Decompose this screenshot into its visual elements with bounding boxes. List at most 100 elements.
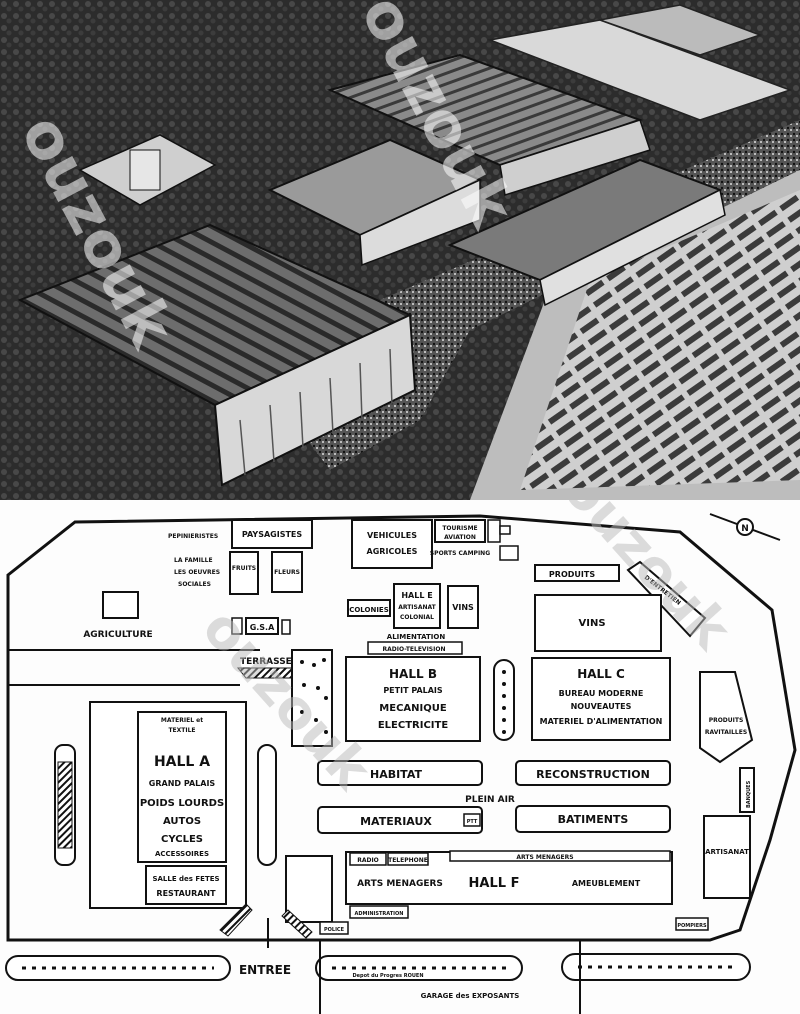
site-plan: N PAYSAGISTES VEHICULES AGRICOLES TOURIS… [0, 500, 800, 1014]
building-administration [349, 905, 409, 919]
building-gsa [245, 617, 279, 635]
label-vehicules: VEHICULES [367, 531, 417, 540]
label-radio: RADIO [357, 857, 379, 864]
building-artisanat [703, 815, 751, 899]
label-textile: TEXTILE [168, 727, 195, 734]
building-reconstruction [515, 760, 671, 786]
label-ptt: PTT [467, 819, 478, 825]
label-sports-camping: SPORTS CAMPING [430, 550, 490, 557]
label-artisanat: ARTISANAT [705, 848, 749, 856]
label-fleurs: FLEURS [274, 569, 300, 576]
building-ptt [463, 813, 481, 827]
label-gsa: G.S.A [250, 623, 275, 632]
label-plein-air: PLEIN AIR [465, 795, 515, 805]
building-materiaux [317, 806, 483, 834]
building-vehicules-agricoles [351, 519, 433, 569]
label-pompiers: POMPIERS [677, 923, 707, 929]
label-hall-e: HALL E [401, 591, 432, 600]
building-tourisme [434, 519, 486, 543]
label-salle-fetes: SALLE des FETES [152, 875, 219, 883]
label-radio-television: RADIO-TELEVISION [383, 646, 446, 653]
label-vins-large: VINS [578, 618, 605, 629]
label-banques: BANQUES [746, 780, 752, 808]
label-grand-palais: GRAND PALAIS [149, 779, 216, 788]
label-ameublement: AMEUBLEMENT [572, 879, 641, 888]
building-produits-ravitailles [699, 671, 754, 764]
hall-a-facade [213, 313, 417, 487]
label-petit-palais: PETIT PALAIS [383, 686, 443, 695]
label-hall-b: HALL B [389, 667, 437, 681]
label-administration: ADMINISTRATION [355, 911, 404, 917]
label-ravitailles: RAVITAILLES [705, 729, 747, 736]
label-entree: ENTREE [239, 963, 291, 977]
label-police: POLICE [324, 927, 345, 933]
building-agriculture-marker [102, 591, 139, 619]
label-tourisme: TOURISME [442, 525, 477, 532]
label-aviation: AVIATION [444, 534, 476, 541]
label-autos: AUTOS [163, 816, 201, 827]
building-habitat [317, 760, 483, 786]
building-pompiers [675, 917, 709, 931]
building-d-entretien [626, 560, 707, 638]
label-vins-small: VINS [452, 603, 474, 612]
label-arts-menagers: ARTS MENAGERS [357, 879, 443, 889]
building-batiments [515, 805, 671, 833]
label-mecanique: MECANIQUE [379, 703, 447, 714]
label-terrasse-h: TERRASSE H [240, 657, 303, 667]
label-sociales: SOCIALES [178, 581, 211, 588]
building-radio [349, 852, 387, 866]
label-cycles: CYCLES [161, 834, 203, 845]
site-boundary [6, 514, 797, 942]
label-nouveautes: NOUVEAUTES [571, 702, 632, 711]
building-fruits [229, 551, 259, 595]
label-hall-c: HALL C [577, 667, 625, 681]
label-hall-a: HALL A [154, 754, 210, 770]
building-telephone [387, 852, 429, 866]
building-police [319, 921, 349, 935]
label-batiments: BATIMENTS [558, 813, 629, 826]
north-arrow-icon: N [709, 513, 781, 541]
label-la-famille: LA FAMILLE [174, 557, 213, 564]
svg-text:N: N [741, 524, 749, 534]
label-agricoles: AGRICOLES [367, 547, 418, 556]
label-colonial: COLONIAL [400, 614, 434, 621]
building-vins-large [534, 594, 662, 652]
building-hall-c [531, 657, 671, 741]
label-materiel-textile: MATERIEL et [161, 717, 203, 724]
label-produits: PRODUITS [549, 570, 595, 579]
building-salle-fetes [145, 865, 227, 905]
label-artisanat-colonial: ARTISANAT [398, 604, 436, 611]
building-hall-a [137, 711, 227, 863]
building-paysagistes [231, 519, 313, 549]
building-hall-e [393, 583, 441, 629]
label-garage-exposants: GARAGE des EXPOSANTS [421, 992, 520, 1000]
label-les-oeuvres: LES OEUVRES [174, 569, 220, 576]
label-accessoires: ACCESSOIRES [155, 850, 209, 858]
label-alimentation: ALIMENTATION [387, 633, 446, 641]
aerial-view-illustration: ouzouk ouzouk [0, 0, 800, 500]
building-produits [534, 564, 620, 582]
building-vins-small [447, 585, 479, 629]
label-electricite: ELECTRICITE [378, 720, 448, 731]
label-hall-f: HALL F [469, 876, 520, 891]
label-depot-progres: Depot du Progres ROUEN [352, 973, 423, 979]
label-fruits: FRUITS [232, 565, 256, 572]
building-radio-television [367, 641, 463, 655]
label-poids-lourds: POIDS LOURDS [140, 798, 224, 809]
label-reconstruction: RECONSTRUCTION [536, 768, 650, 781]
building-fleurs [271, 551, 303, 593]
label-bureau-moderne: BUREAU MODERNE [559, 689, 644, 698]
building-colonies [347, 599, 391, 617]
label-pepinieristes: PEPINIERISTES [168, 533, 218, 540]
label-arts-menagers-top: ARTS MENAGERS [516, 854, 573, 861]
label-telephone: TELEPHONE [388, 857, 428, 864]
label-materiaux: MATERIAUX [360, 815, 432, 828]
label-restaurant: RESTAURANT [156, 889, 216, 898]
building-hall-b [345, 656, 481, 742]
label-habitat: HABITAT [370, 768, 423, 781]
label-colonies: COLONIES [349, 606, 389, 614]
label-materiel-alimentation: MATERIEL D'ALIMENTATION [540, 717, 663, 726]
label-produits-ravitailles: PRODUITS [709, 717, 744, 724]
label-agriculture: AGRICULTURE [83, 630, 152, 640]
building-banques [739, 767, 755, 813]
